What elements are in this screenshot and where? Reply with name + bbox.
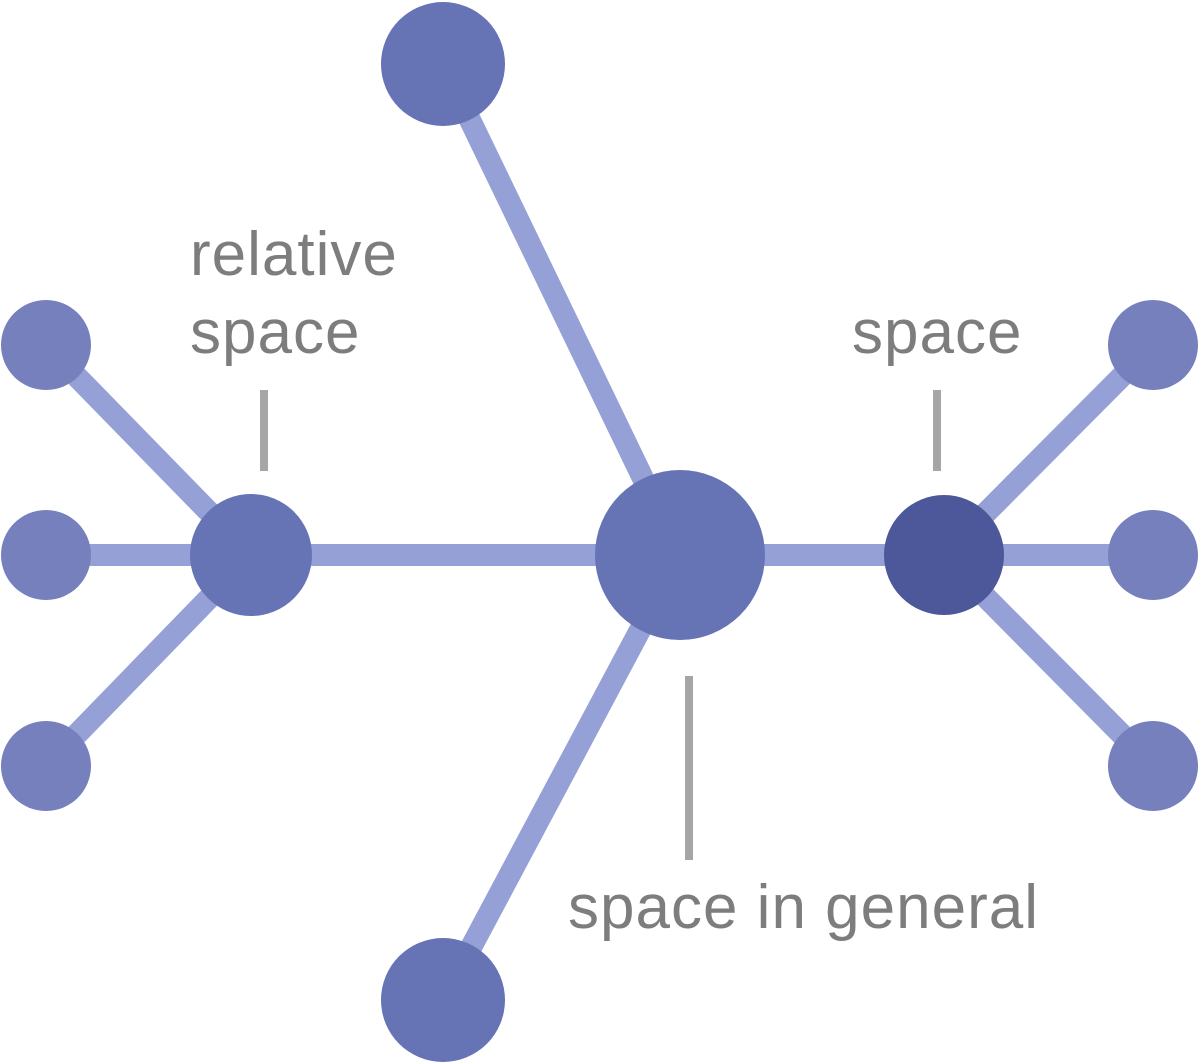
label-relative-line1: relative	[190, 220, 398, 289]
label-relative-line2: space	[190, 298, 360, 367]
node-right-bottom	[1108, 721, 1198, 811]
node-right-middle	[1108, 510, 1198, 600]
node-top	[381, 2, 505, 126]
node-right-hub	[884, 495, 1004, 615]
labels: relative space space space in general	[190, 220, 1039, 942]
node-left-hub	[190, 494, 312, 616]
leader-lines	[260, 390, 941, 860]
edge-center-top	[433, 59, 690, 560]
label-space: space	[852, 298, 1022, 367]
node-bottom	[381, 938, 505, 1062]
node-left-top	[1, 300, 91, 390]
node-center	[595, 470, 765, 640]
node-right-top	[1108, 300, 1198, 390]
node-left-bottom	[1, 721, 91, 811]
node-left-middle	[1, 510, 91, 600]
label-space-in-general: space in general	[568, 873, 1039, 942]
